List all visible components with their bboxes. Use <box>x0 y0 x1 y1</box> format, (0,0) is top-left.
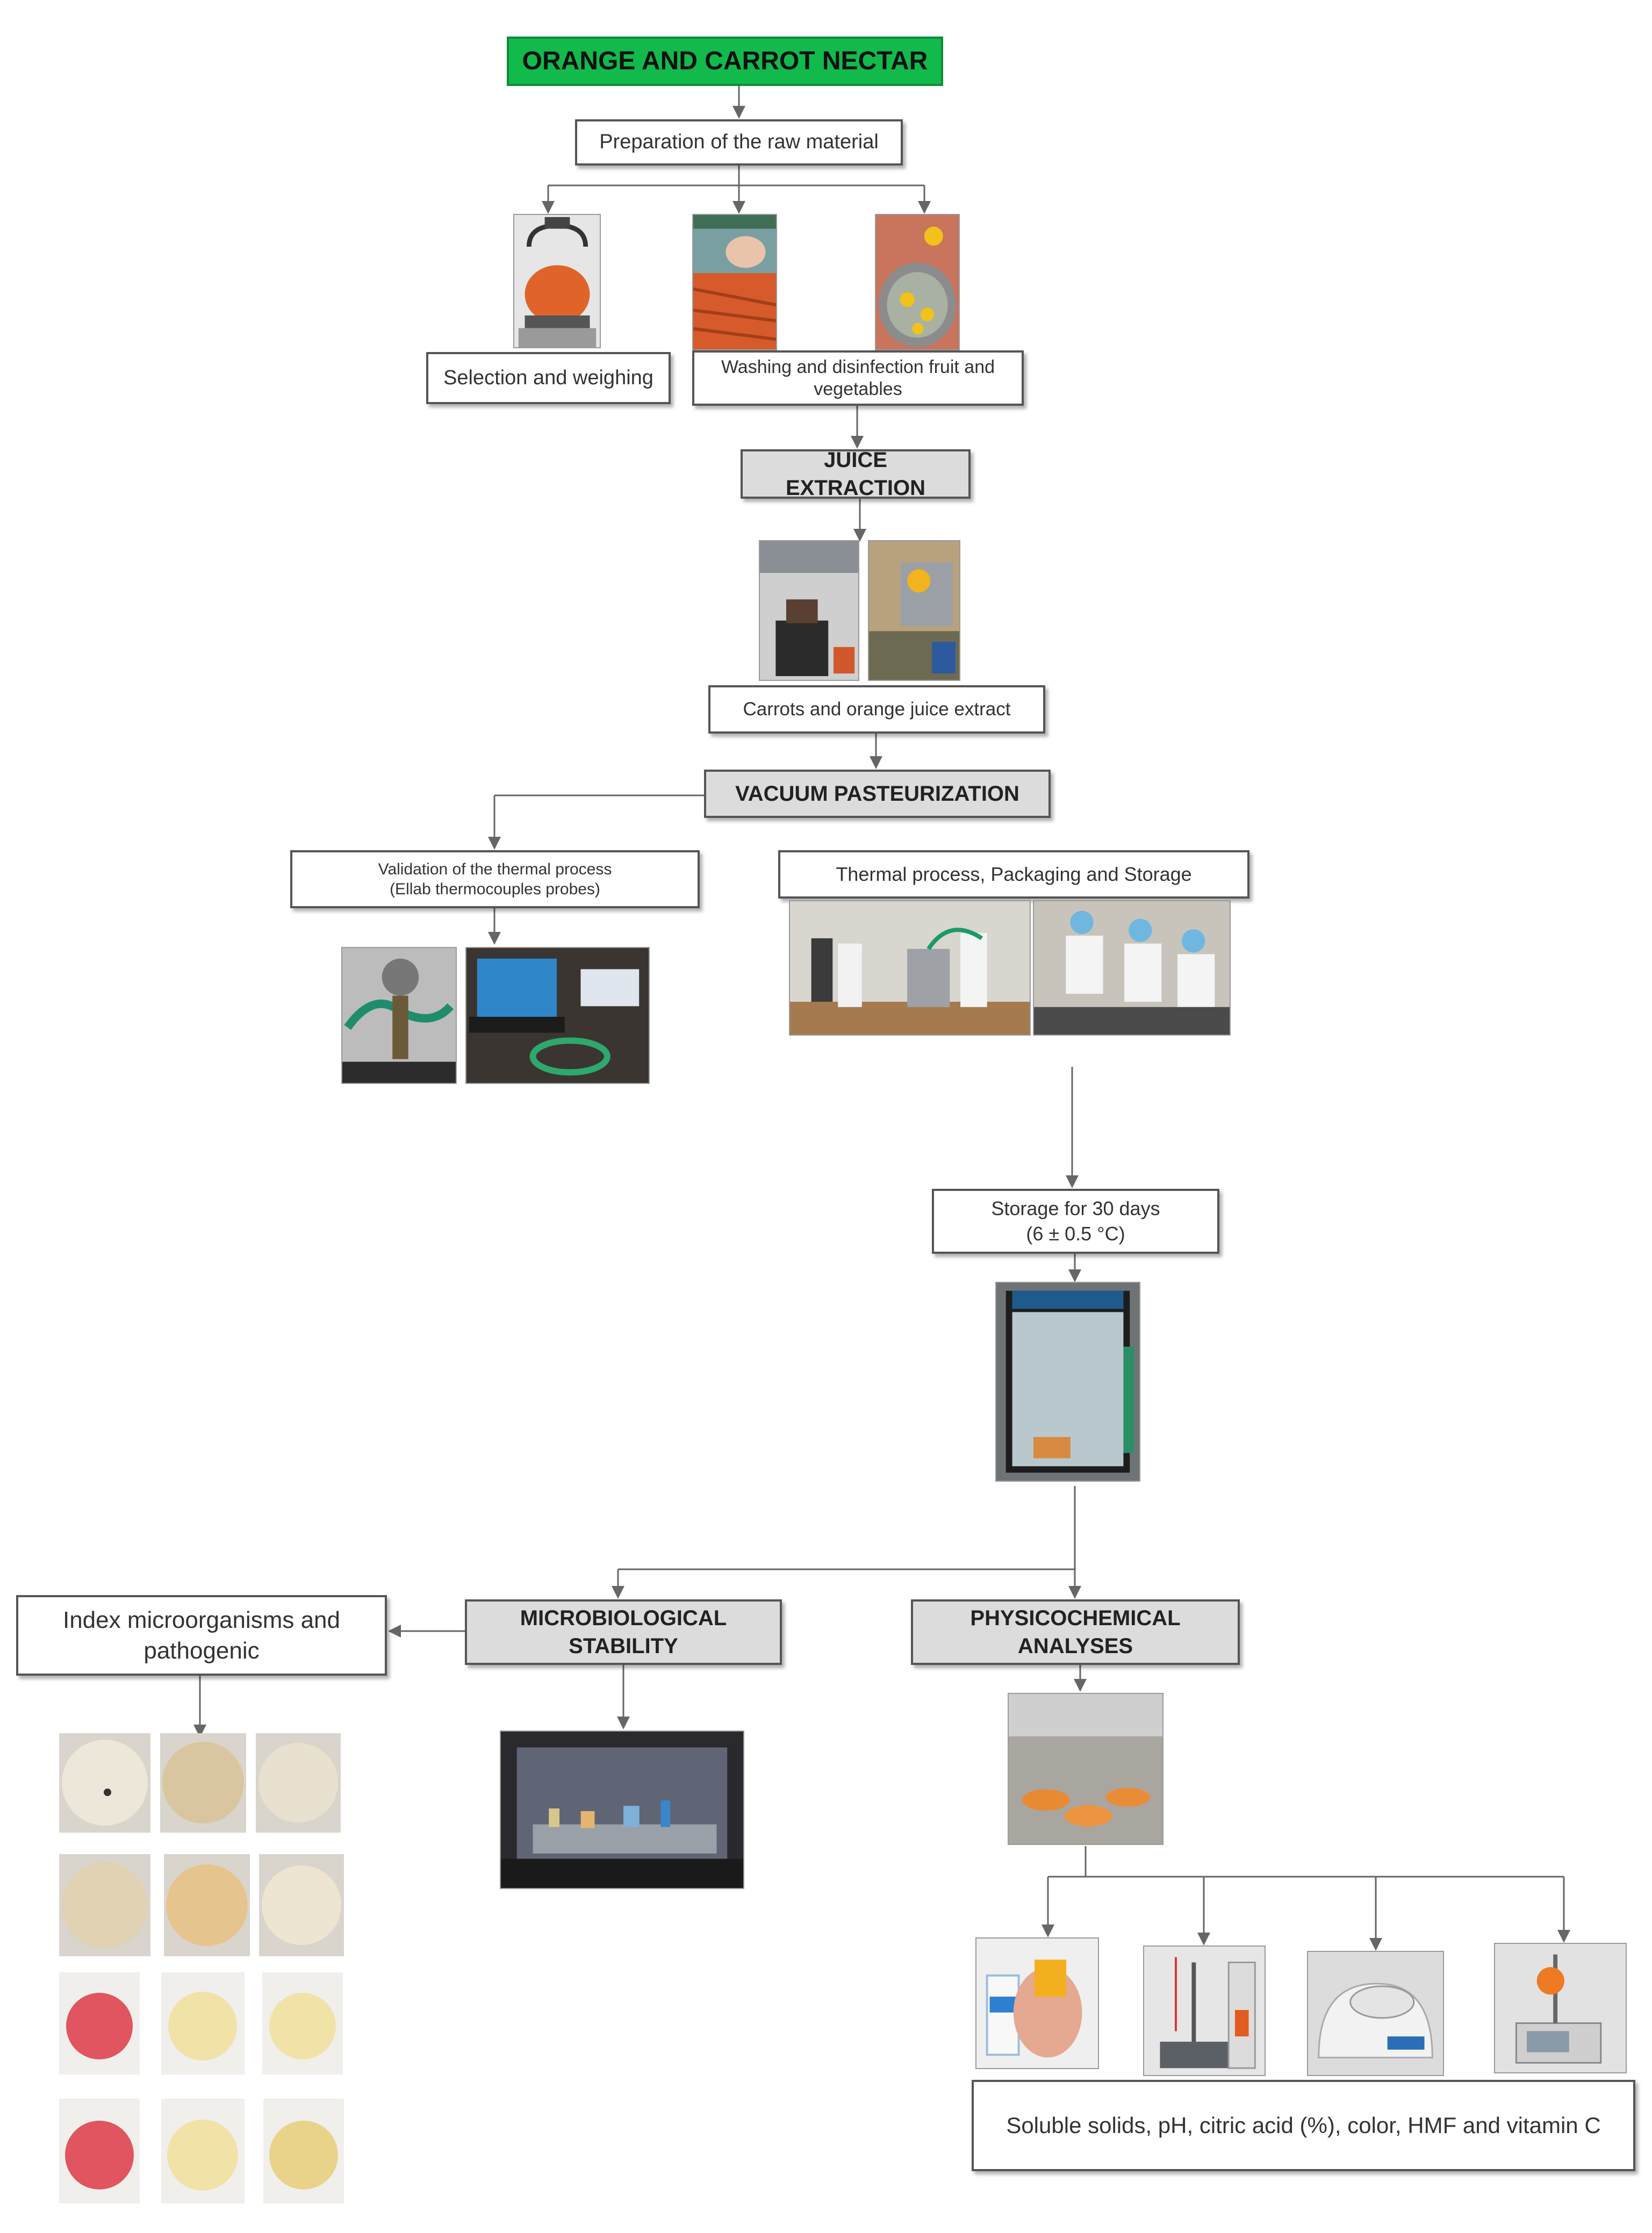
photo-data-logger-laptop <box>465 947 650 1084</box>
photo-packaging-staff <box>1033 900 1231 1036</box>
analysis-parameters-box: Soluble solids, pH, citric acid (%), col… <box>972 2080 1635 2171</box>
photo-juice-extraction-orange <box>868 540 960 681</box>
photo-refractometer <box>975 1937 1099 2069</box>
photo-carrots-weighing <box>513 214 601 348</box>
photo-petri-plates <box>54 1733 357 2206</box>
microbiological-stability-box: MICROBIOLOGICAL STABILITY <box>465 1599 782 1665</box>
validation-box: Validation of the thermal process (Ellab… <box>290 850 700 908</box>
photo-ph-meter <box>1143 1945 1266 2076</box>
index-microorganisms-box: Index microorganisms and pathogenic <box>16 1595 387 1676</box>
thermal-process-box: Thermal process, Packaging and Storage <box>778 850 1249 899</box>
photo-juice-extraction-carrot <box>759 540 859 681</box>
photo-titrator <box>1494 1943 1627 2073</box>
storage-box: Storage for 30 days (6 ± 0.5 °C) <box>932 1189 1219 1254</box>
vacuum-pasteurization-box: VACUUM PASTEURIZATION <box>704 770 1051 818</box>
photo-biosafety-cabinet <box>500 1731 744 1889</box>
diagram-title: ORANGE AND CARROT NECTAR <box>507 37 943 86</box>
photo-colorimeter <box>1307 1951 1444 2076</box>
photo-carrots-washing <box>692 214 777 350</box>
photo-orange-disinfection <box>875 214 960 350</box>
selection-box: Selection and weighing <box>426 352 671 404</box>
preparation-box: Preparation of the raw material <box>575 119 903 166</box>
washing-box: Washing and disinfection fruit and veget… <box>692 350 1024 406</box>
physicochemical-analyses-box: PHYSICOCHEMICAL ANALYSES <box>911 1599 1240 1665</box>
juice-extraction-box: JUICE EXTRACTION <box>741 448 971 500</box>
photo-refrigerated-storage <box>995 1282 1140 1482</box>
photo-thermocouple-setup <box>341 947 457 1084</box>
photo-pasteurization-room <box>789 900 1031 1036</box>
juice-extract-box: Carrots and orange juice extract <box>708 685 1045 734</box>
photo-sample-cups <box>1008 1693 1163 1845</box>
